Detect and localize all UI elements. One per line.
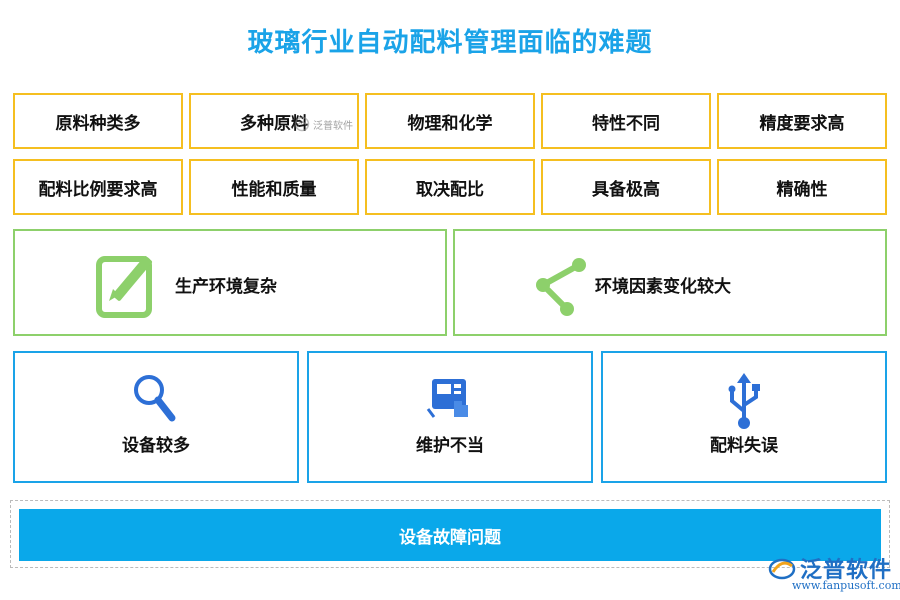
equipment-box: 设备较多 xyxy=(13,351,299,483)
issue-box: 多种原料 xyxy=(189,93,359,149)
issue-label: 多种原料 xyxy=(240,113,308,134)
watermark-logo-small: 泛普软件 xyxy=(294,116,353,132)
issue-box: 配料比例要求高 xyxy=(13,159,183,215)
environment-label: 环境因素变化较大 xyxy=(595,277,731,297)
issue-box: 原料种类多 xyxy=(13,93,183,149)
environment-box: 环境因素变化较大 xyxy=(453,229,887,336)
equipment-label: 配料失误 xyxy=(710,436,778,456)
issue-box: 性能和质量 xyxy=(189,159,359,215)
watermark-brand: 泛普软件 xyxy=(313,120,353,132)
issue-box: 物理和化学 xyxy=(365,93,535,149)
share-icon xyxy=(536,258,586,316)
environment-box: 生产环境复杂 xyxy=(13,229,447,336)
issue-label: 性能和质量 xyxy=(231,179,317,200)
watermark-brand: 泛普软件 xyxy=(800,558,893,583)
search-icon xyxy=(134,375,176,422)
equipment-label: 维护不当 xyxy=(416,436,484,456)
issue-label: 取决配比 xyxy=(416,179,484,200)
usb-icon xyxy=(728,373,760,429)
issue-box: 精度要求高 xyxy=(717,93,887,149)
issue-label: 具备极高 xyxy=(592,179,660,200)
issue-label: 物理和化学 xyxy=(407,113,493,134)
issue-box: 取决配比 xyxy=(365,159,535,215)
issue-box: 特性不同 xyxy=(541,93,711,149)
bottom-frame: 设备故障问题 xyxy=(10,500,890,568)
edit-icon xyxy=(96,256,153,318)
issue-box: 精确性 xyxy=(717,159,887,215)
watermark-url: www.fanpusoft.com xyxy=(792,579,900,592)
equipment-box: 维护不当 xyxy=(307,351,593,483)
watermark-logo: 泛普软件 xyxy=(768,552,892,584)
equipment-failure-bar: 设备故障问题 xyxy=(19,509,881,561)
environment-label: 生产环境复杂 xyxy=(175,277,277,297)
equipment-failure-label: 设备故障问题 xyxy=(399,527,501,548)
equipment-box: 配料失误 xyxy=(601,351,887,483)
touch-screen-icon xyxy=(426,379,468,418)
brand-logo-icon xyxy=(294,116,310,132)
issue-label: 原料种类多 xyxy=(55,113,141,134)
page-title: 玻璃行业自动配料管理面临的难题 xyxy=(247,28,653,58)
brand-logo-icon xyxy=(768,558,796,580)
equipment-label: 设备较多 xyxy=(122,436,190,456)
issue-label: 特性不同 xyxy=(592,113,660,134)
issue-box: 具备极高 xyxy=(541,159,711,215)
issue-label: 精确性 xyxy=(776,179,828,200)
issue-label: 配料比例要求高 xyxy=(38,179,158,200)
issue-label: 精度要求高 xyxy=(759,113,845,134)
